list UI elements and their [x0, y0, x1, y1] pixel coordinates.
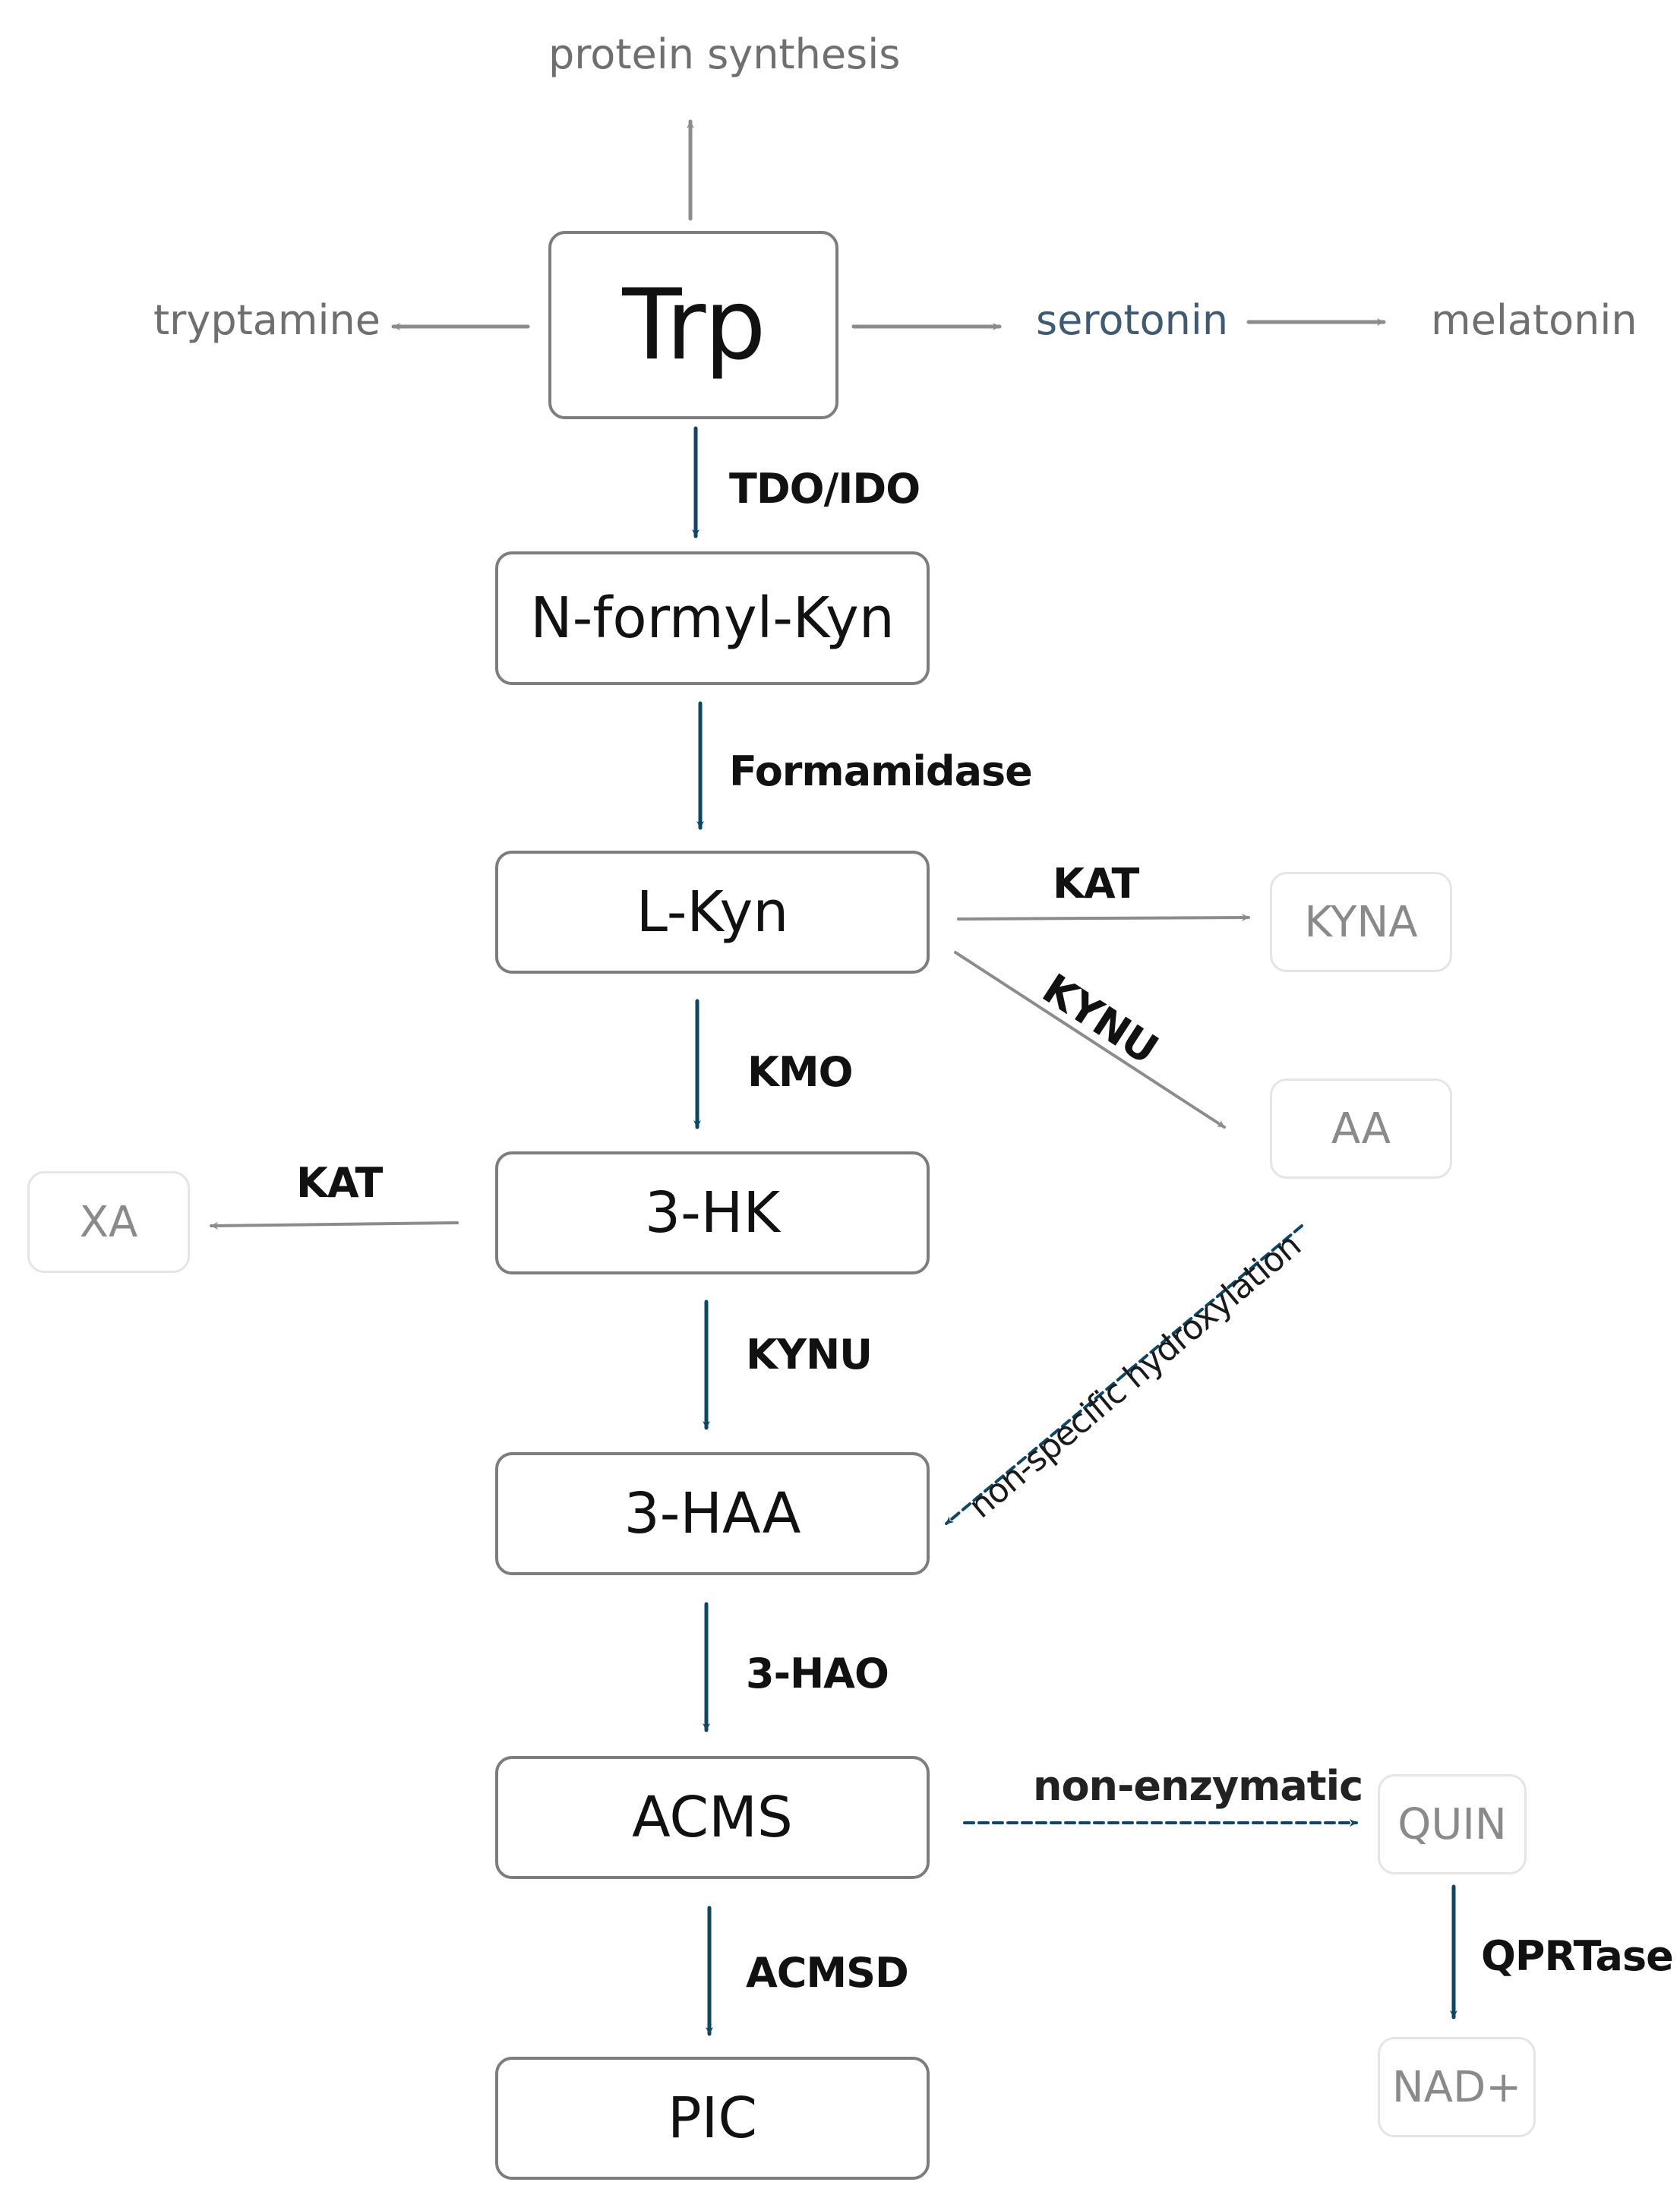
label-tdo-ido: TDO/IDO — [729, 465, 921, 513]
label-kmo: KMO — [747, 1048, 853, 1096]
node-pic: PIC — [495, 2057, 930, 2180]
label-serotonin: serotonin — [1036, 296, 1229, 344]
node-quin: QUIN — [1378, 1774, 1527, 1874]
node-acms: ACMS — [495, 1756, 930, 1879]
label-kat-kyna: KAT — [1053, 860, 1139, 908]
label-acmsd: ACMSD — [746, 1949, 909, 1997]
label-tryptamine: tryptamine — [153, 296, 381, 344]
node-xa: XA — [27, 1171, 190, 1273]
label-melatonin: melatonin — [1431, 296, 1637, 344]
label-non-enzymatic: non-enzymatic — [1033, 1762, 1363, 1810]
node-3-hk: 3-HK — [495, 1151, 930, 1274]
node-aa: AA — [1270, 1078, 1452, 1179]
node-nad: NAD+ — [1378, 2037, 1536, 2137]
label-protein-synthesis: protein synthesis — [548, 30, 901, 78]
arrow-l-kyn-to-aa — [954, 951, 1226, 1129]
node-trp: Trp — [548, 231, 838, 419]
label-kynu-3-haa: KYNU — [746, 1331, 873, 1378]
arrow-3-hk-to-xa — [210, 1221, 459, 1230]
label-formamidase: Formamidase — [729, 747, 1033, 795]
node-3-haa: 3-HAA — [495, 1452, 930, 1575]
node-kyna: KYNA — [1270, 872, 1452, 972]
arrow-l-kyn-to-kyna — [957, 914, 1250, 922]
label-qprtase: QPRTase — [1481, 1932, 1674, 1980]
label-kat-xa: KAT — [296, 1159, 383, 1207]
label-3-hao: 3-HAO — [746, 1650, 889, 1697]
arrow-aa-to-3-haa-dashed — [945, 1224, 1303, 1525]
node-n-formyl-kyn: N-formyl-Kyn — [495, 551, 930, 685]
node-l-kyn: L-Kyn — [495, 851, 930, 974]
